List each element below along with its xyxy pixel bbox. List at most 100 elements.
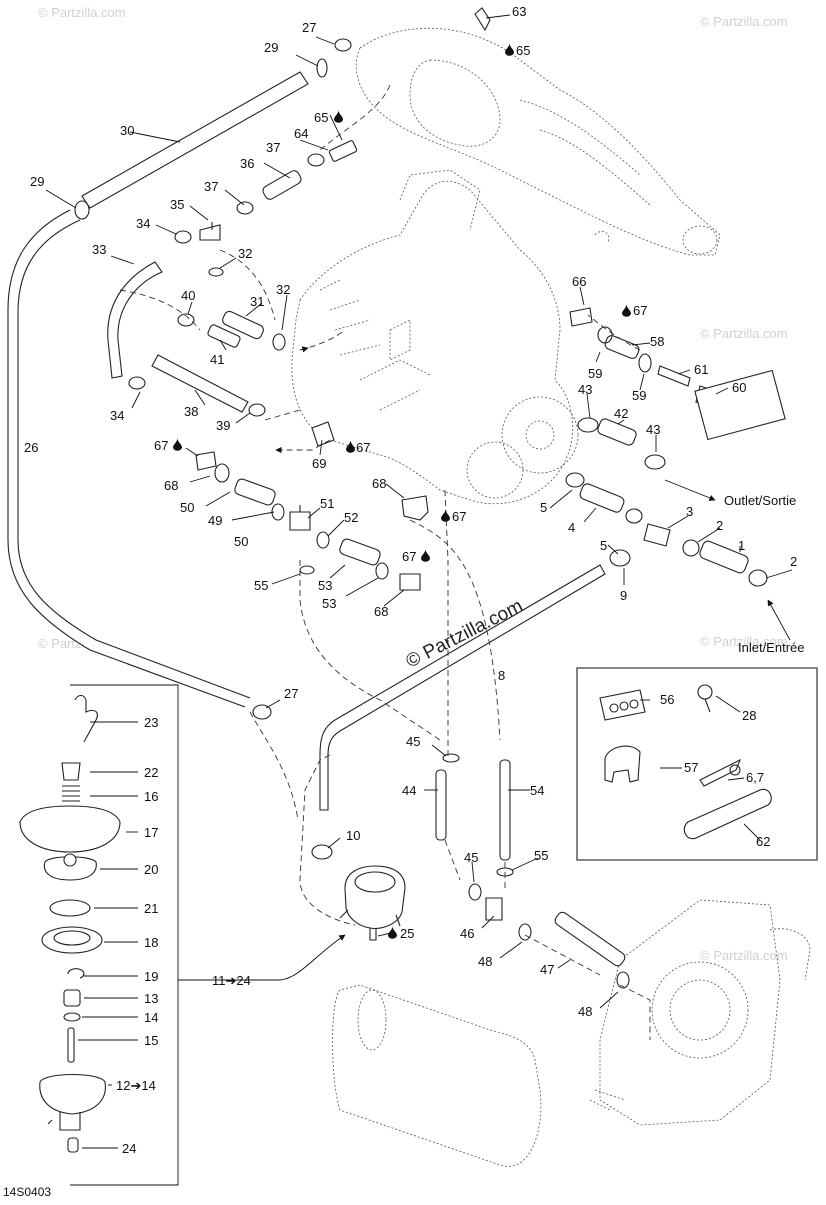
- callout-label: 1: [738, 538, 745, 553]
- hose-38: [151, 354, 249, 413]
- callout-label: 60: [732, 380, 746, 395]
- sealant-drop-icon: [622, 304, 631, 317]
- callout-label: 31: [250, 294, 264, 309]
- kit-callout-label: 56: [660, 692, 674, 707]
- kit-callout-label: 28: [742, 708, 756, 723]
- exploded-callout-label: 19: [144, 969, 158, 984]
- callout-label: 5: [540, 500, 547, 515]
- exploded-view-group: [19, 684, 346, 1186]
- callout-label: 65: [516, 43, 530, 58]
- callout-label: 55: [254, 578, 268, 593]
- exploded-callout-label: 20: [144, 862, 158, 877]
- callout-label: 39: [216, 418, 230, 433]
- exhaust-muffler: [356, 27, 721, 256]
- exploded-callout-label: 14: [144, 1010, 158, 1025]
- arrow-icon: [664, 479, 716, 501]
- callout-label: 49: [208, 513, 222, 528]
- callout-label: 36: [240, 156, 254, 171]
- callout-label: 27: [284, 686, 298, 701]
- exploded-callout-label: 24: [122, 1141, 136, 1156]
- lower-tank: [332, 984, 542, 1167]
- exploded-callout-label: 11➔24: [212, 973, 251, 988]
- exploded-callout-label: 22: [144, 765, 158, 780]
- callout-label: 53: [322, 596, 336, 611]
- watermark-text: © Partzilla.com: [700, 634, 788, 649]
- callout-label: 38: [184, 404, 198, 419]
- callout-label: 66: [572, 274, 586, 289]
- kit-callout-label: 62: [756, 834, 770, 849]
- exploded-callout-label: 15: [144, 1033, 158, 1048]
- callout-label: 4: [568, 520, 575, 535]
- callout-label: 61: [694, 362, 708, 377]
- callout-label: 46: [460, 926, 474, 941]
- diagram-code: 14S0403: [3, 1185, 51, 1199]
- callout-label: 10: [346, 828, 360, 843]
- callout-label: 43: [578, 382, 592, 397]
- callout-label: 3: [686, 504, 693, 519]
- callout-label: 50: [234, 534, 248, 549]
- exploded-callout-label: 17: [144, 825, 158, 840]
- callout-label: 67: [633, 303, 647, 318]
- exploded-callout-label: 13: [144, 991, 158, 1006]
- callout-label: 30: [120, 123, 134, 138]
- watermark-text: © Partzilla.com: [700, 326, 788, 341]
- clamps: [74, 38, 768, 989]
- callout-label: 67: [154, 438, 168, 453]
- callout-label: 58: [650, 334, 664, 349]
- inlet-label: Inlet/Entrée: [738, 640, 805, 655]
- exploded-callout-label: 12➔14: [116, 1078, 156, 1093]
- callout-label: 29: [30, 174, 44, 189]
- callout-label: 2: [790, 554, 797, 569]
- engine-block: [291, 169, 579, 505]
- jet-pump-housing: [589, 899, 811, 1126]
- callout-label: 64: [294, 126, 308, 141]
- callout-label: 40: [181, 288, 195, 303]
- watermark-text: © Partzilla.com: [700, 14, 788, 29]
- callout-label: 35: [170, 197, 184, 212]
- callout-label: 67: [452, 509, 466, 524]
- callout-label: 67: [402, 549, 416, 564]
- callout-label: 55: [534, 848, 548, 863]
- exploded-callout-label: 16: [144, 789, 158, 804]
- callout-label: 8: [498, 668, 505, 683]
- callout-label: 69: [312, 456, 326, 471]
- callout-label: 65: [314, 110, 328, 125]
- callout-label: 63: [512, 4, 526, 19]
- sealant-drop-icon: [334, 110, 343, 123]
- callout-label: 68: [374, 604, 388, 619]
- sealant-drop-icon: [441, 509, 450, 522]
- leader-lines: [45, 14, 793, 1149]
- outlet-label: Outlet/Sortie: [724, 493, 796, 508]
- callout-label: 41: [210, 352, 224, 367]
- hose-33: [107, 261, 163, 379]
- callout-label: 32: [276, 282, 290, 297]
- sealant-drop-icon: [346, 440, 355, 453]
- exploded-callout-label: 23: [144, 715, 158, 730]
- callout-label: 51: [320, 496, 334, 511]
- sealant-drop-icon: [388, 926, 397, 939]
- callout-label: 68: [372, 476, 386, 491]
- callout-label: 68: [164, 478, 178, 493]
- callout-label: 34: [136, 216, 150, 231]
- callout-label: 42: [614, 406, 628, 421]
- watermark-text: © Partzilla.com: [700, 948, 788, 963]
- kit-callout-label: 57: [684, 760, 698, 775]
- arrow-icon: [767, 599, 791, 641]
- callout-label: 44: [402, 783, 416, 798]
- callout-label: 50: [180, 500, 194, 515]
- callout-label: 34: [110, 408, 124, 423]
- callout-label: 53: [318, 578, 332, 593]
- callout-label: 29: [264, 40, 278, 55]
- sealant-drop-icon: [505, 43, 514, 56]
- exploded-callout-label: 18: [144, 935, 158, 950]
- callout-label: 26: [24, 440, 38, 455]
- callout-label: 37: [204, 179, 218, 194]
- callout-label: 25: [400, 926, 414, 941]
- exploded-callout-label: 21: [144, 901, 158, 916]
- callout-label: 45: [464, 850, 478, 865]
- callout-label: 27: [302, 20, 316, 35]
- pressure-regulator: [339, 865, 406, 941]
- callout-label: 32: [238, 246, 252, 261]
